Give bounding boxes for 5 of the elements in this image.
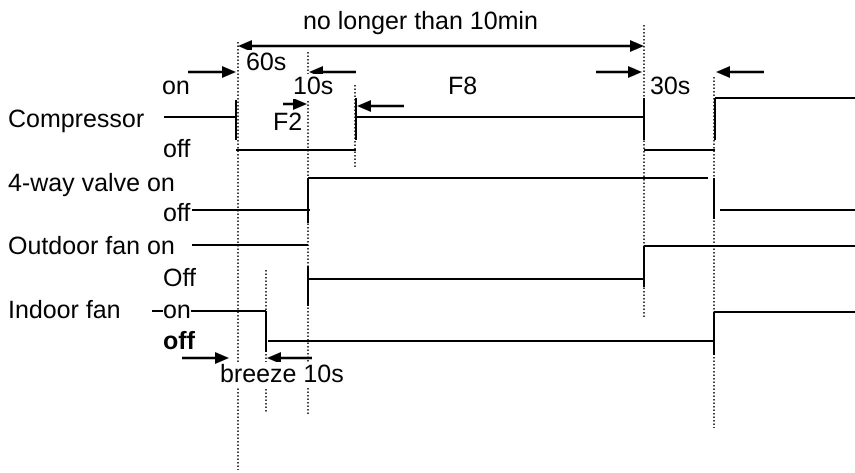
timing-label: Compressor <box>8 107 144 132</box>
timing-label: no longer than 10min <box>303 9 538 34</box>
timing-label: 4-way valve on <box>8 171 175 196</box>
timing-label: breeze 10s <box>220 362 344 387</box>
timing-label: 10s <box>293 74 334 99</box>
